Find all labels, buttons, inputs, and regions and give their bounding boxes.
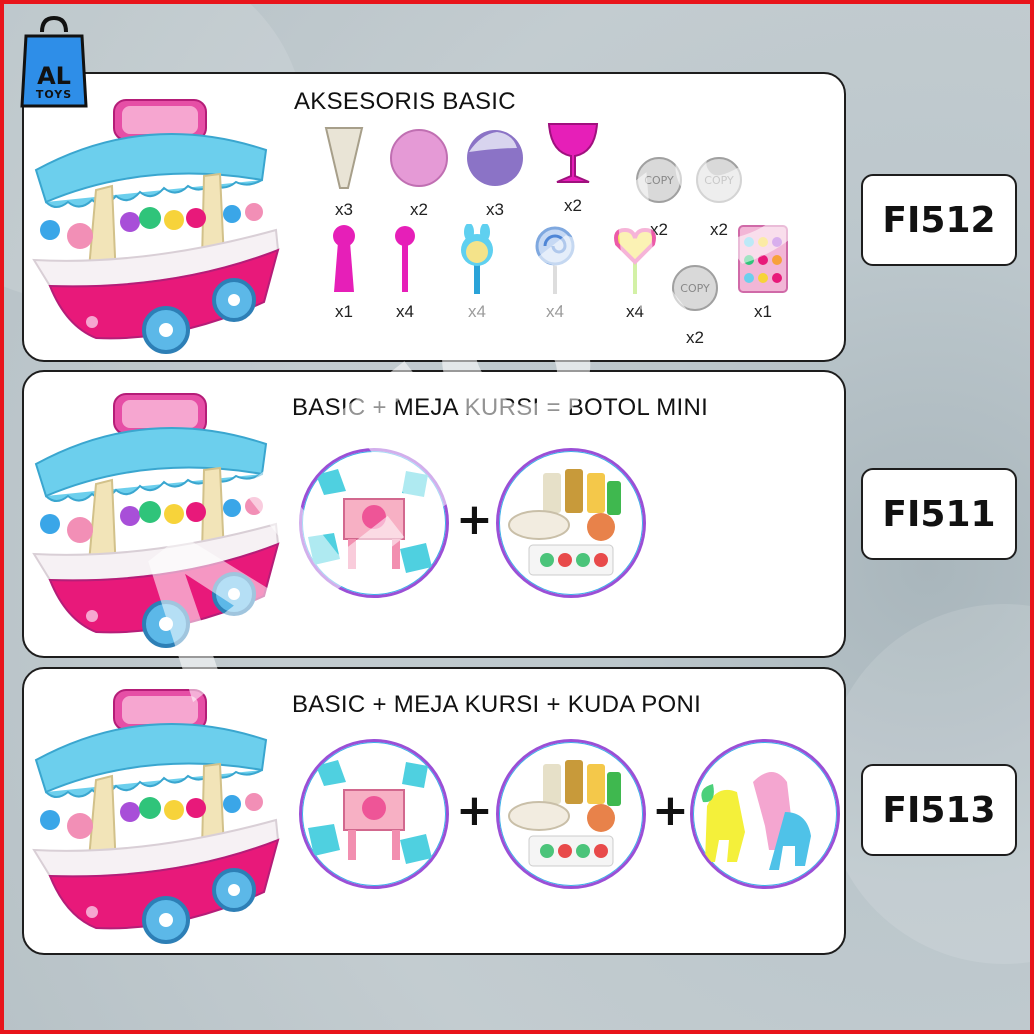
- swirl-lollipop-icon: [535, 226, 575, 294]
- table-chairs-icon: [299, 448, 449, 598]
- sticker-sheet-icon: [738, 225, 788, 293]
- accessory-quantity: x4: [626, 302, 644, 321]
- plus-sign: +: [456, 785, 493, 836]
- accessory-item: COPY x2: [684, 142, 754, 252]
- accessory-quantity: x3: [486, 200, 504, 219]
- coin-icon: [672, 265, 718, 311]
- panel-title: BASIC + MEJA KURSI = BOTOL MINI: [292, 394, 709, 421]
- accessory-item: x2: [384, 122, 454, 232]
- accessory-item: x4: [370, 224, 440, 334]
- accessory-quantity: x4: [468, 302, 486, 321]
- accessory-quantity: x2: [564, 196, 582, 215]
- ponies-icon: [690, 739, 840, 889]
- accessory-item: x3: [309, 122, 379, 232]
- accessory-item: COPY x2: [660, 250, 730, 360]
- accessory-quantity: x2: [686, 328, 704, 347]
- plus-sign: +: [456, 494, 493, 545]
- ice-cream-cart-image: [26, 680, 284, 950]
- accessory-quantity: x2: [710, 220, 728, 239]
- purple-scoop-icon: [467, 130, 523, 186]
- panel-title: BASIC + MEJA KURSI + KUDA PONI: [292, 691, 702, 718]
- product-code-fi511[interactable]: FI511: [861, 468, 1017, 560]
- coin-icon: [696, 157, 742, 203]
- accessory-quantity: x4: [396, 302, 414, 321]
- pink-cup-icon: [547, 123, 599, 183]
- accessory-item: x1: [309, 224, 379, 334]
- accessory-item: x4: [442, 224, 512, 334]
- coin-label: COPY: [680, 282, 710, 295]
- plus-sign: +: [652, 785, 689, 836]
- brand-logo: AL TOYS: [18, 14, 90, 110]
- accessory-item: x4: [600, 224, 670, 334]
- mini-bottles-icon: [496, 448, 646, 598]
- product-code-fi512[interactable]: FI512: [861, 174, 1017, 266]
- accessory-quantity: x1: [754, 302, 772, 321]
- accessory-quantity: x4: [546, 302, 564, 321]
- product-code-fi513[interactable]: FI513: [861, 764, 1017, 856]
- table-chairs-icon: [299, 739, 449, 889]
- accessory-quantity: x3: [335, 200, 353, 219]
- logo-text: AL: [37, 62, 71, 90]
- ice-cream-cart-image: [26, 384, 284, 654]
- accessory-item: x3: [460, 122, 530, 232]
- accessory-quantity: x1: [335, 302, 353, 321]
- coin-label: COPY: [704, 174, 734, 187]
- scooper-icon: [333, 225, 355, 292]
- bunny-lollipop-icon: [461, 224, 493, 294]
- accessory-quantity: x2: [410, 200, 428, 219]
- coin-icon: [636, 157, 682, 203]
- accessory-item: x4: [520, 224, 590, 334]
- ice-cream-cone-icon: [324, 127, 364, 189]
- mini-bottles-icon: [496, 739, 646, 889]
- accessory-item: x2: [538, 118, 608, 228]
- coin-label: COPY: [644, 174, 674, 187]
- spoon-icon: [395, 226, 415, 292]
- accessory-item: x1: [728, 224, 798, 334]
- ice-cream-cart-image: [26, 90, 284, 360]
- logo-subtext: TOYS: [35, 88, 73, 101]
- heart-lollipop-icon: [614, 227, 656, 294]
- panel-title: AKSESORIS BASIC: [294, 88, 516, 115]
- pink-scoop-icon: [390, 129, 448, 187]
- shopping-bag-icon: [20, 15, 88, 108]
